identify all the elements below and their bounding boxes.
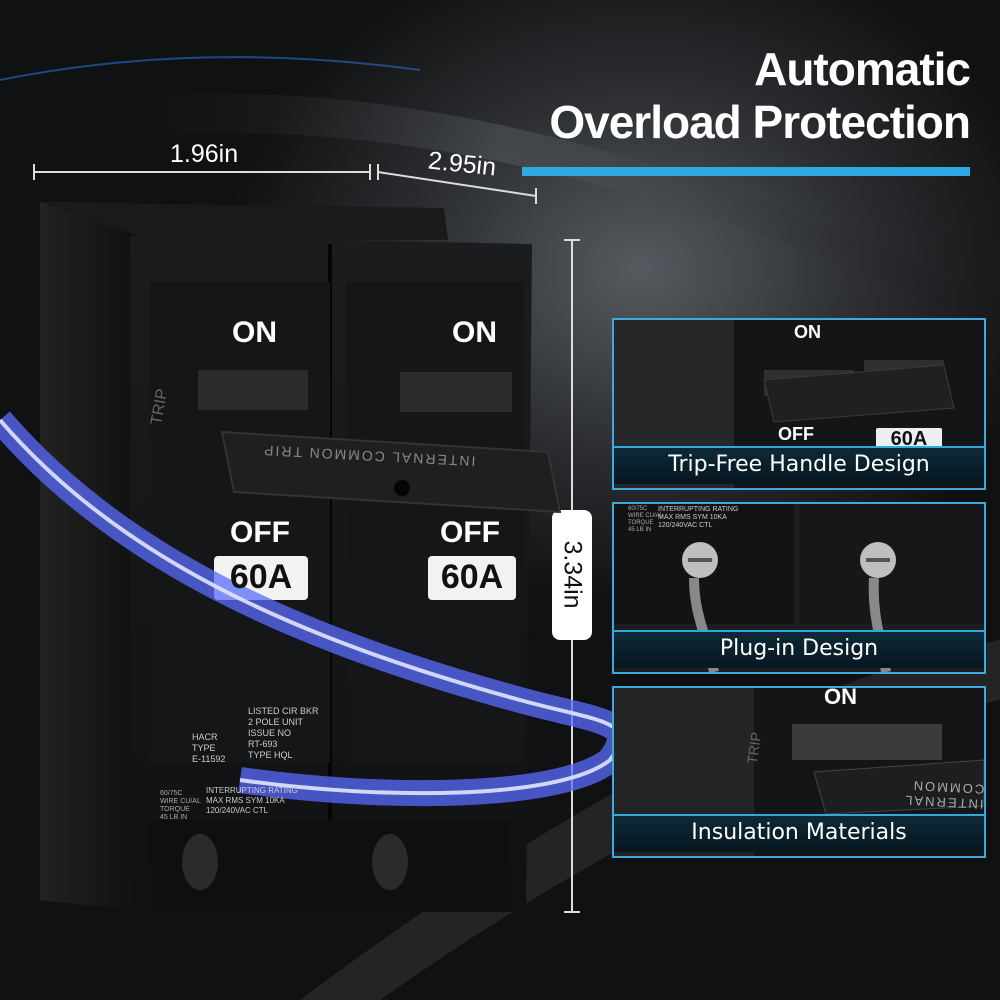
trip-free-off-label: OFF bbox=[778, 424, 814, 444]
trip-free-on-label: ON bbox=[794, 322, 821, 342]
left-on-label: ON bbox=[232, 316, 277, 349]
right-off-label: OFF bbox=[440, 516, 500, 549]
right-rating-label: 60A bbox=[440, 558, 504, 596]
insulation-caption: Insulation Materials bbox=[614, 814, 984, 852]
right-spec-label: LISTED CIR BKR 2 POLE UNIT ISSUE NO RT-6… bbox=[248, 706, 319, 760]
feature-panel-insulation: ON INTERNAL COMMON TRIP Insulation Mater… bbox=[612, 686, 986, 858]
left-off-label: OFF bbox=[230, 516, 290, 549]
plug-in-spec-label: INTERRUPTING RATING MAX RMS SYM 10KA 120… bbox=[658, 506, 739, 529]
wire-spec-label: 60/75C WIRE CU/AL TORQUE 45 LB IN bbox=[160, 790, 201, 821]
headline-line1: Automatic bbox=[754, 43, 971, 95]
left-rating-label: 60A bbox=[229, 558, 293, 596]
headline-line2: Overload Protection bbox=[549, 96, 971, 148]
width-dimension: 1.96in bbox=[170, 140, 239, 168]
feature-panel-trip-free: ON OFF 60A Trip-Free Handle Design bbox=[612, 318, 986, 490]
interrupting-rating-label: INTERRUPTING RATING MAX RMS SYM 10KA 120… bbox=[206, 786, 298, 815]
right-on-label: ON bbox=[452, 316, 497, 349]
trip-free-caption: Trip-Free Handle Design bbox=[614, 446, 984, 484]
plug-in-wire-label: 60/75C WIRE CU/AL TORQUE 45 LB IN bbox=[628, 506, 664, 533]
trip-free-rating-label: 60A bbox=[890, 428, 928, 450]
headline: Automatic Overload Protection bbox=[549, 43, 971, 150]
feature-panel-plug-in: INTERRUPTING RATING MAX RMS SYM 10KA 120… bbox=[612, 502, 986, 674]
left-spec-label: HACR TYPE E-11592 bbox=[192, 732, 226, 764]
insulation-on-label: ON bbox=[824, 686, 857, 709]
headline-accent-bar bbox=[522, 167, 970, 176]
plug-in-caption: Plug-in Design bbox=[614, 630, 984, 668]
